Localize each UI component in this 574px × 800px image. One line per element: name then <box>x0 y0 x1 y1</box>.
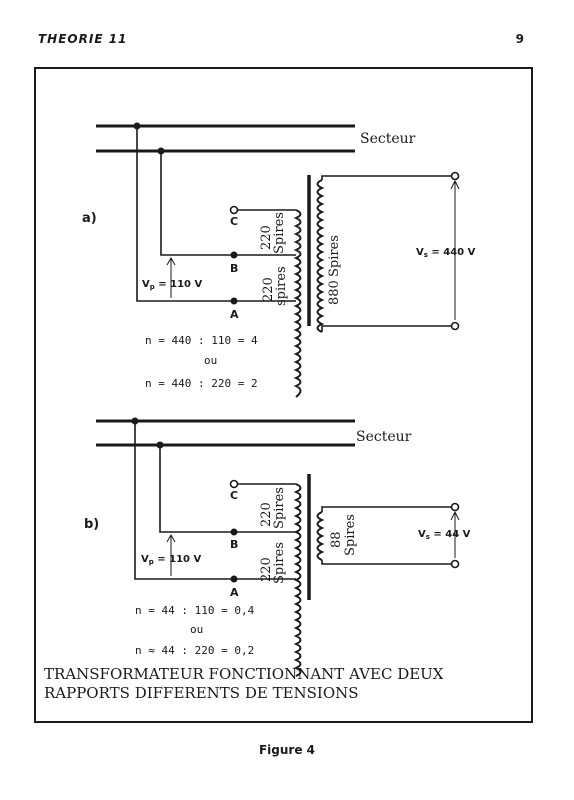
secondary-winding-label-b: 88 Spires <box>329 514 358 556</box>
mains-label-b: Secteur <box>356 429 412 445</box>
page-header: THEORIE 11 9 <box>38 32 524 48</box>
terminal-a-B-label: B <box>230 262 238 275</box>
wire-a-to-B <box>160 151 296 256</box>
terminal-b-B-label: B <box>230 538 238 551</box>
header-title: THEORIE 11 <box>38 32 128 46</box>
wire-a-to-A <box>136 126 296 302</box>
vp-label-b: Vp = 110 V <box>141 554 201 566</box>
lower-winding-label-b: 220 Spires <box>259 542 287 584</box>
output-terminal-b-2 <box>450 559 460 569</box>
svg-text:Spires: Spires <box>327 235 342 277</box>
svg-text:88: 88 <box>329 531 344 548</box>
wire-b-sec-top <box>321 506 455 512</box>
vs-arrowhead-b <box>450 510 460 521</box>
primary-coil-b <box>293 483 302 677</box>
terminal-b-B <box>230 528 238 536</box>
svg-text:Spires: Spires <box>272 542 287 584</box>
figure-caption: TRANSFORMATEUR FONCTIONNANT AVEC DEUX RA… <box>44 665 514 703</box>
svg-text:220: 220 <box>259 225 274 250</box>
vs-label-a: Vs = 440 V <box>416 247 476 259</box>
wire-a-sec-bottom <box>321 325 455 332</box>
vs-arrowhead-a <box>450 179 460 190</box>
wire-b-sec-bottom <box>321 560 455 565</box>
output-terminal-b-1 <box>450 502 460 512</box>
output-terminal-a-2 <box>450 321 460 331</box>
upper-winding-label-b: 220 Spires <box>259 487 287 529</box>
terminal-a-C <box>229 205 239 215</box>
wire-a-sec-top <box>321 175 455 180</box>
formula-a-1: n = 440 : 110 = 4 <box>145 334 258 347</box>
wire-b-to-A <box>134 421 296 580</box>
terminal-a-A <box>230 297 238 305</box>
svg-text:220: 220 <box>261 277 276 302</box>
figure-label: Figure 4 <box>258 743 316 757</box>
figure-frame <box>34 67 533 723</box>
formula-a-2: n = 440 : 220 = 2 <box>145 377 258 390</box>
terminal-a-A-label: A <box>230 308 239 321</box>
upper-winding-label-a: 220 Spires <box>259 212 287 254</box>
terminal-b-C-label: C <box>230 489 238 502</box>
diagram-b-label: b) <box>84 517 99 532</box>
wire-b-to-B <box>159 445 296 533</box>
formula-a-or: ou <box>204 354 217 367</box>
output-terminal-a-1 <box>450 171 460 181</box>
svg-text:Spires: Spires <box>343 514 358 556</box>
primary-coil-a <box>293 209 302 398</box>
diagram-a-label: a) <box>82 211 97 226</box>
svg-text:spires: spires <box>274 266 289 306</box>
svg-text:220: 220 <box>259 557 274 582</box>
secondary-coil-b <box>316 511 325 561</box>
terminal-b-A <box>230 575 238 583</box>
page-number: 9 <box>515 32 524 46</box>
secondary-coil-a <box>316 179 325 333</box>
secondary-winding-label-a: 880 Spires <box>327 235 342 305</box>
formula-b-1: n = 44 : 110 = 0,4 <box>135 604 255 617</box>
vp-arrowhead-a <box>166 256 176 266</box>
svg-text:Spires: Spires <box>272 487 287 529</box>
formula-b-2: n ≈ 44 : 220 = 0,2 <box>135 644 254 657</box>
svg-text:880: 880 <box>327 280 342 305</box>
vp-arrowhead-b <box>166 533 176 543</box>
terminal-a-B <box>230 251 238 259</box>
formula-b-or: ou <box>190 623 203 636</box>
terminal-b-C <box>229 479 239 489</box>
terminal-a-C-label: C <box>230 215 238 228</box>
vs-label-b: Vs = 44 V <box>418 529 471 541</box>
vp-label-a: Vp = 110 V <box>142 279 202 291</box>
svg-text:Spires: Spires <box>272 212 287 254</box>
terminal-b-A-label: A <box>230 586 239 599</box>
mains-label-a: Secteur <box>360 131 416 147</box>
svg-text:220: 220 <box>259 502 274 527</box>
diagram-b: b) Secteur C B A Vs = 44 V Vp = 110 V 22… <box>84 417 471 677</box>
diagram-a: a) Secteur C B A Vs = 440 V <box>82 122 476 398</box>
caption-line-1: TRANSFORMATEUR FONCTIONNANT AVEC DEUX <box>44 665 444 683</box>
lower-winding-label-a: 220 spires <box>261 266 289 306</box>
caption-line-2: RAPPORTS DIFFERENTS DE TENSIONS <box>44 684 359 702</box>
